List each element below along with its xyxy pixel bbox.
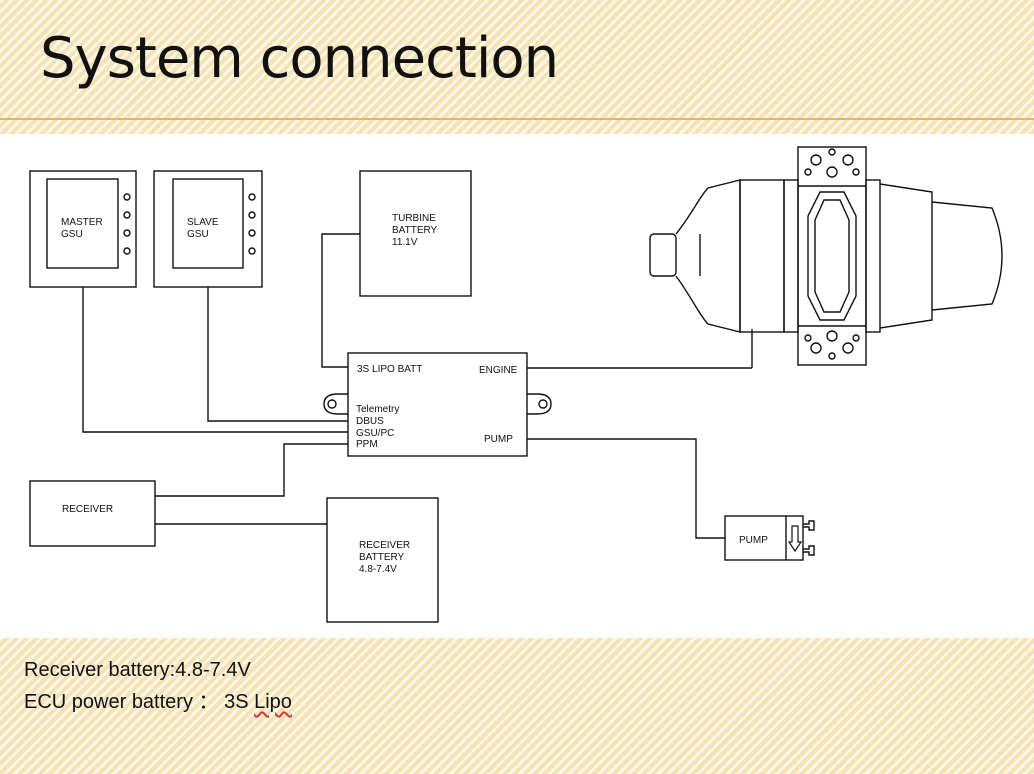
- ecu-battery-note-text: ECU power battery ： 3S: [24, 691, 255, 713]
- master-gsu-label-1: MASTER: [61, 217, 103, 228]
- master-gsu: [29, 170, 137, 288]
- slide-notes: Receiver battery:4.8-7.4V ECU power batt…: [24, 654, 292, 718]
- wiring: [82, 233, 753, 539]
- receiver-battery-label-3: 4.8-7.4V: [359, 564, 397, 575]
- ecu-unit: [323, 352, 552, 457]
- connection-diagram: MASTER GSU SLAVE GSU TURBINE BATTERY 11.…: [29, 146, 1003, 623]
- turbine-battery-label-3: 11.1V: [392, 237, 418, 248]
- slave-gsu-label-1: SLAVE: [187, 217, 219, 228]
- ecu-battery-note: ECU power battery ： 3S Lipo: [24, 686, 292, 718]
- turbine-battery-label-1: TURBINE: [392, 213, 436, 224]
- ecu-port-dbus: DBUS: [356, 416, 384, 427]
- title-band: [0, 0, 1034, 134]
- ecu-pump-port-label: PUMP: [484, 434, 513, 445]
- ecu-port-telemetry: Telemetry: [356, 404, 399, 415]
- ecu-batt-port-label: 3S LIPO BATT: [357, 364, 422, 375]
- receiver-label: RECEIVER: [62, 504, 113, 515]
- turbine-engine-icon: [649, 146, 1003, 366]
- diagram-area: MASTER GSU SLAVE GSU TURBINE BATTERY 11.…: [0, 134, 1034, 638]
- receiver-battery-label-2: BATTERY: [359, 552, 405, 563]
- turbine-battery-label-2: BATTERY: [392, 225, 438, 236]
- slide-title: System connection: [40, 26, 559, 91]
- down-arrow-icon: [787, 525, 803, 553]
- notes-band: [0, 638, 1034, 774]
- ecu-engine-port-label: ENGINE: [479, 365, 518, 376]
- title-divider: [0, 118, 1034, 120]
- receiver-box: [29, 480, 156, 547]
- receiver-battery-note: Receiver battery:4.8-7.4V: [24, 659, 251, 681]
- receiver-battery-box: [326, 497, 439, 623]
- ecu-port-ppm: PPM: [356, 439, 378, 450]
- master-gsu-label-2: GSU: [61, 229, 83, 240]
- slave-gsu-label-2: GSU: [187, 229, 209, 240]
- ecu-battery-note-lipo: Lipo: [254, 691, 292, 713]
- ecu-port-gsu-pc: GSU/PC: [356, 428, 394, 439]
- pump-label: PUMP: [739, 535, 768, 546]
- receiver-battery-label-1: RECEIVER: [359, 540, 410, 551]
